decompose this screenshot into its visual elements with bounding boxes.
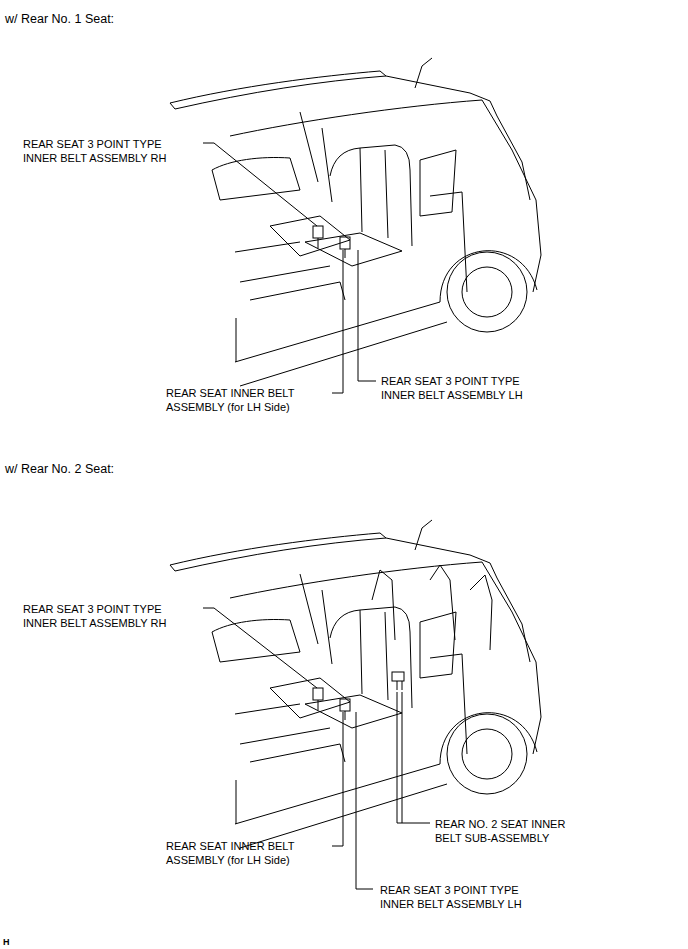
part-label: REAR SEAT 3 POINT TYPE INNER BELT ASSEMB…	[381, 374, 546, 402]
part-label: REAR SEAT INNER BELT ASSEMBLY (for LH Si…	[166, 839, 324, 867]
part-label: REAR NO. 2 SEAT INNER BELT SUB-ASSEMBLY	[435, 817, 590, 845]
extra-seat	[372, 565, 492, 690]
section-heading: w/ Rear No. 2 Seat:	[5, 462, 114, 476]
part-label: REAR SEAT 3 POINT TYPE INNER BELT ASSEMB…	[380, 883, 545, 911]
part-label: REAR SEAT 3 POINT TYPE INNER BELT ASSEMB…	[23, 137, 188, 165]
figure-code: H	[3, 935, 10, 949]
part-label: REAR SEAT 3 POINT TYPE INNER BELT ASSEMB…	[23, 602, 188, 630]
leader-line	[203, 143, 430, 889]
section-heading: w/ Rear No. 1 Seat:	[5, 12, 114, 26]
part-label: REAR SEAT INNER BELT ASSEMBLY (for LH Si…	[166, 386, 324, 414]
car-drawing	[170, 58, 541, 386]
